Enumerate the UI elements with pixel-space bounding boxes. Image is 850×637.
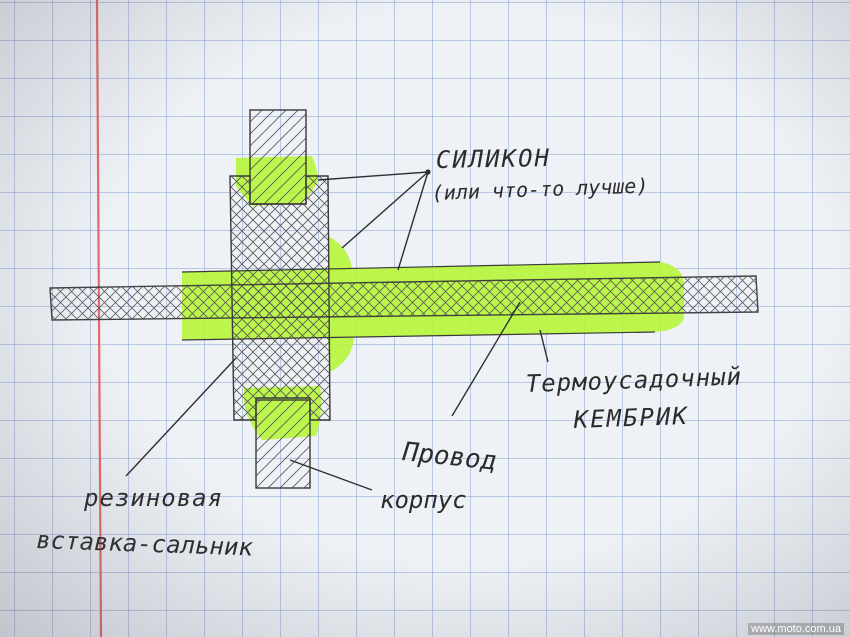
leader-silicone-fillet xyxy=(341,171,429,249)
label-gasket-line2: вставка-сальник xyxy=(36,526,254,562)
label-heatshrink-line1: Термоусадочный xyxy=(525,362,742,398)
leader-silicone-tube xyxy=(397,171,429,271)
housing-wall-bottom xyxy=(255,399,311,489)
leader-dot xyxy=(425,169,431,175)
wire-bottom-edge xyxy=(181,331,656,341)
leader-housing xyxy=(289,459,373,491)
wire-top-edge xyxy=(181,261,661,273)
leader-wire xyxy=(451,301,521,417)
leader-lines xyxy=(125,171,549,491)
leader-heatshrink xyxy=(539,329,549,363)
label-silicone-note: (или что-то лучше) xyxy=(431,173,648,205)
watermark: www.moto.com.ua xyxy=(748,623,844,635)
leader-silicone-top xyxy=(317,171,429,181)
housing-wall-top xyxy=(249,109,307,205)
label-gasket-line1: резиновая xyxy=(83,484,223,512)
label-silicone: СИЛИКОН xyxy=(436,144,552,174)
label-housing: корпус xyxy=(380,486,467,514)
label-heatshrink-line2: КЕМБРИК xyxy=(572,402,689,434)
label-wire: Провод xyxy=(400,437,498,477)
leader-gasket xyxy=(125,357,237,477)
wire xyxy=(49,275,759,321)
